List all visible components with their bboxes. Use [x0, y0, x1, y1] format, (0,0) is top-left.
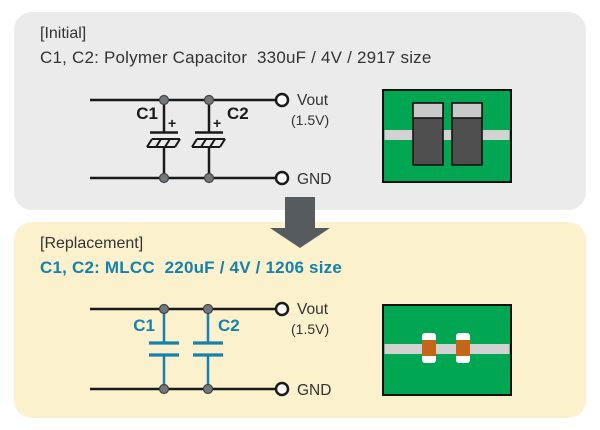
mlcc-component-1	[422, 333, 436, 363]
junction-dot	[158, 303, 170, 315]
junction-dot	[202, 383, 214, 395]
initial-section-label: [Initial]	[40, 25, 87, 42]
vout-label: Vout	[297, 92, 329, 109]
vout-label: Vout	[297, 301, 329, 318]
replacement-panel: [Replacement] C1, C2: MLCC 220uF / 4V / …	[14, 222, 586, 418]
initial-panel: [Initial] C1, C2: Polymer Capacitor 330u…	[14, 12, 586, 210]
c1-label: C1	[133, 316, 155, 335]
c1-polarity-plus: +	[168, 115, 176, 131]
polymer-capacitor-symbol-c1	[146, 131, 181, 149]
replacement-section-label: [Replacement]	[40, 235, 144, 252]
junction-dot	[202, 303, 214, 315]
initial-panel-art: C1 C2 + + Vout (1.5V) GND	[90, 89, 512, 188]
polymer-capacitor-component-1	[412, 102, 444, 166]
vout-value-label: (1.5V)	[291, 112, 329, 128]
initial-pcb-graphic	[382, 89, 512, 183]
polymer-capacitor-symbol-c2	[191, 131, 226, 149]
c2-label: C2	[227, 104, 249, 123]
polymer-capacitor-component-2	[451, 102, 483, 166]
vout-terminal-icon	[274, 92, 290, 108]
junction-dot	[158, 383, 170, 395]
c2-label: C2	[218, 316, 240, 335]
replacement-circuit-diagram: C1 C2 Vout (1.5V) GND	[90, 301, 331, 399]
replacement-pcb-graphic	[382, 304, 512, 396]
replacement-subtitle: C1, C2: MLCC 220uF / 4V / 1206 size	[40, 258, 342, 277]
mlcc-capacitor-symbol-c1	[149, 341, 179, 357]
junction-dot	[203, 94, 215, 106]
arrow-down-icon	[270, 197, 330, 248]
vout-value-label: (1.5V)	[291, 321, 329, 337]
c2-polarity-plus: +	[213, 115, 221, 131]
initial-circuit-diagram: C1 C2 + + Vout (1.5V) GND	[90, 92, 331, 188]
junction-dot	[158, 172, 170, 184]
gnd-terminal-icon	[274, 170, 290, 186]
gnd-label: GND	[297, 382, 331, 399]
vout-terminal-icon	[274, 301, 290, 317]
c1-label: C1	[136, 104, 158, 123]
junction-dot	[203, 172, 215, 184]
junction-dot	[158, 94, 170, 106]
gnd-terminal-icon	[274, 381, 290, 397]
pcb-trace	[384, 344, 510, 354]
pcb-trace	[384, 130, 510, 140]
initial-subtitle: C1, C2: Polymer Capacitor 330uF / 4V / 2…	[40, 48, 432, 67]
replacement-panel-art: C1 C2 Vout (1.5V) GND	[90, 301, 512, 399]
mlcc-component-2	[456, 333, 470, 363]
mlcc-capacitor-symbol-c2	[193, 341, 223, 357]
gnd-label: GND	[297, 171, 331, 188]
